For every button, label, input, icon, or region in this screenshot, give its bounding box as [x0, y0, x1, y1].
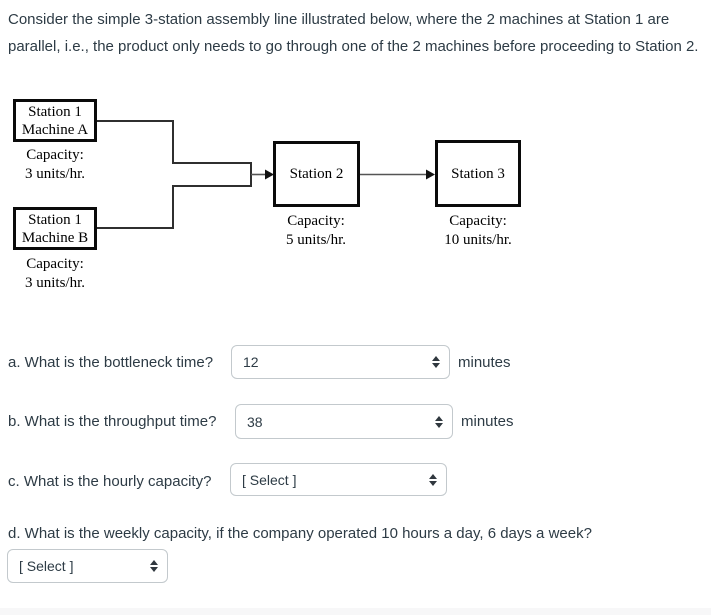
capacity-label: Capacity: [287, 213, 345, 229]
bottleneck-time-selected-value: 12 [243, 354, 259, 370]
question-b-label: b. What is the throughput time? [8, 413, 217, 430]
capacity-value: 3 units/hr. [24, 275, 85, 291]
arrow-to-station3-head [426, 169, 435, 180]
weekly-capacity-selected-value: [ Select ] [19, 558, 74, 574]
throughput-time-selected-value: 38 [247, 413, 263, 430]
hourly-capacity-selected-value: [ Select ] [242, 471, 297, 488]
question-intro-text: Consider the simple 3-station assembly l… [8, 11, 699, 55]
question-d-label: d. What is the weekly capacity, if the c… [8, 525, 592, 542]
question-a-minutes-label: minutes [458, 354, 511, 371]
funnel-bottom-path [97, 185, 251, 229]
updown-arrows-icon [150, 560, 158, 572]
hourly-capacity-select[interactable]: [ Select ] [230, 463, 447, 496]
station1-machine-b-box: Station 1 Machine B [13, 207, 97, 250]
station3-capacity: Capacity: 10 units/hr. [423, 212, 533, 250]
bottleneck-time-select[interactable]: 12 [231, 345, 450, 379]
page-bottom-divider [0, 608, 711, 615]
station2-name: Station 2 [289, 166, 344, 182]
station3-name: Station 3 [451, 165, 505, 182]
updown-arrows-icon [432, 356, 440, 368]
station3-box: Station 3 [435, 140, 521, 207]
capacity-label: Capacity: [26, 256, 84, 272]
station1-machine-b-capacity: Capacity: 3 units/hr. [0, 255, 110, 293]
station2-box: Station 2 [273, 141, 360, 207]
capacity-label: Capacity: [26, 147, 84, 163]
funnel-top-path [97, 120, 251, 164]
station2-capacity: Capacity: 5 units/hr. [261, 212, 371, 250]
station1-machine-a-name-line2: Machine A [21, 121, 89, 138]
updown-arrows-icon [435, 415, 443, 428]
updown-arrows-icon [429, 473, 437, 486]
weekly-capacity-select[interactable]: [ Select ] [7, 549, 168, 583]
throughput-time-select[interactable]: 38 [235, 404, 453, 439]
station1-machine-a-capacity: Capacity: 3 units/hr. [0, 146, 110, 184]
question-b-minutes-label: minutes [461, 413, 514, 430]
capacity-value: 10 units/hr. [444, 232, 512, 248]
question-c-label: c. What is the hourly capacity? [8, 473, 212, 490]
question-a-label: a. What is the bottleneck time? [8, 354, 214, 371]
station1-machine-a-box: Station 1 Machine A [13, 99, 97, 142]
station1-machine-a-name-line1: Station 1 [28, 103, 82, 120]
station1-machine-b-name-line1: Station 1 [28, 211, 82, 228]
station1-machine-b-name-line2: Machine B [21, 229, 89, 246]
capacity-value: 5 units/hr. [285, 232, 346, 248]
capacity-label: Capacity: [449, 213, 507, 229]
capacity-value: 3 units/hr. [24, 166, 85, 182]
